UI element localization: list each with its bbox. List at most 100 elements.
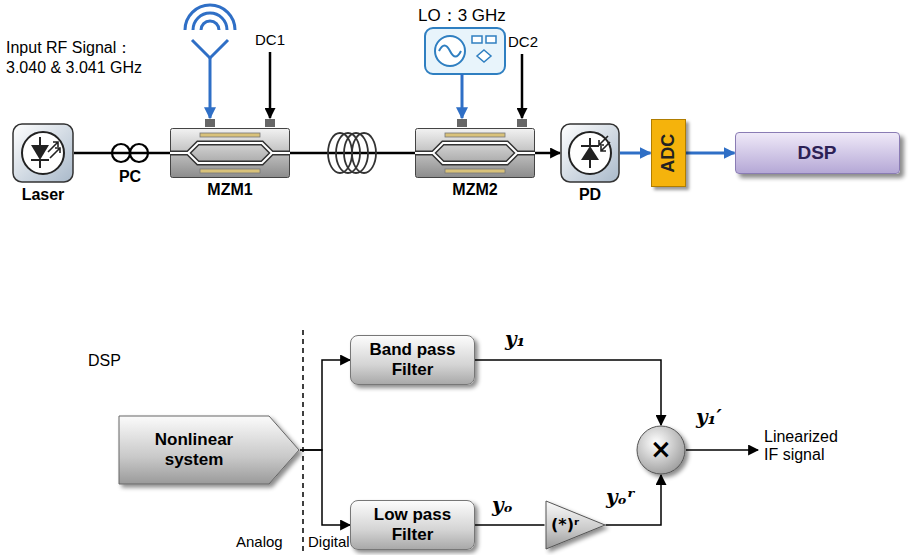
dsp-box: DSP xyxy=(735,132,900,174)
node-label: Nonlinear system xyxy=(139,430,249,469)
modulator: MZM2 xyxy=(415,128,535,204)
multiplier-circle: × xyxy=(636,425,686,475)
node-label: × xyxy=(650,435,672,465)
antenna-symbol xyxy=(192,40,228,58)
photodetector-icon xyxy=(569,132,611,174)
electrode-pad xyxy=(265,119,275,127)
photodetector-icon xyxy=(561,124,619,182)
modulator-icon xyxy=(415,143,535,163)
antenna-symbol xyxy=(193,13,227,30)
bias-label: DC1 xyxy=(255,31,285,48)
signal-connector xyxy=(606,475,662,525)
laser-source-icon xyxy=(22,132,64,174)
modulator-icon xyxy=(416,129,535,178)
modulator: MZM1 xyxy=(170,128,290,204)
modulator-icon xyxy=(415,143,535,163)
system-block: Nonlinear system xyxy=(118,415,300,485)
bias-arrow xyxy=(521,54,524,118)
text-group: PD xyxy=(579,183,601,204)
domain-divider xyxy=(302,330,304,555)
text-group: DSP xyxy=(797,142,836,164)
signal-generator xyxy=(472,36,482,43)
modulator-icon xyxy=(170,143,290,163)
text-group: Low pass Filter xyxy=(363,505,463,544)
modulator-icon xyxy=(170,128,290,178)
text-group: Nonlinear system xyxy=(139,430,249,469)
photodetector-icon xyxy=(581,138,599,168)
output-arrow xyxy=(686,450,758,451)
modulator-icon xyxy=(415,128,535,178)
bias-arrow xyxy=(269,52,272,118)
signal-generator xyxy=(425,28,505,118)
filter-box: Band pass Filter xyxy=(350,335,475,385)
system-block-outline xyxy=(119,416,299,484)
photodetector-icon xyxy=(560,123,620,183)
oscillator-label: LO：3 GHz xyxy=(418,4,506,27)
laser-source-icon xyxy=(31,137,49,168)
signal-name: yₒʳ xyxy=(606,486,635,508)
signal-connector xyxy=(475,360,661,425)
antenna-symbol xyxy=(201,21,219,30)
signal-connector xyxy=(535,152,560,155)
signal-label: Input RF Signal： 3.040 & 3.041 GHz xyxy=(6,38,166,77)
multiplier-circle-outline xyxy=(637,426,685,474)
text-group: ADC xyxy=(658,134,679,173)
signal-generator xyxy=(486,36,496,43)
modulator-icon xyxy=(445,133,505,137)
signal-name: yₒ xyxy=(492,494,513,516)
output-label: Linearized IF signal xyxy=(764,428,850,464)
laser-source-icon xyxy=(31,145,49,160)
domain-label: Analog xyxy=(236,533,283,550)
signal-connector xyxy=(686,152,735,155)
electrode-pad xyxy=(457,119,467,127)
text-group: Laser xyxy=(22,183,65,204)
polarization-controller: PC xyxy=(108,141,152,191)
signal-connector xyxy=(300,360,350,450)
photodetector: PD xyxy=(560,123,620,209)
node-label: PD xyxy=(579,186,601,204)
signal-generator xyxy=(435,36,465,66)
signal-connector xyxy=(152,152,170,155)
text-group: MZM1 xyxy=(207,178,252,199)
text-group: PC xyxy=(119,165,141,186)
node-label: DSP xyxy=(797,142,836,164)
node-label: PC xyxy=(119,168,141,186)
adc-box: ADC xyxy=(651,119,686,187)
domain-divider xyxy=(303,330,304,555)
node-label: Band pass Filter xyxy=(363,340,463,379)
signal-connector xyxy=(300,450,350,525)
power-block-outline xyxy=(546,501,605,549)
modulator-icon xyxy=(171,129,290,178)
section-label: DSP xyxy=(88,352,121,370)
node-label: MZM1 xyxy=(207,181,252,199)
modulator-icon xyxy=(200,133,260,137)
modulator-icon xyxy=(445,169,505,173)
antenna-symbol xyxy=(209,58,212,118)
laser-source-icon xyxy=(13,124,73,182)
text-group: Band pass Filter xyxy=(363,340,463,379)
signal-connector xyxy=(475,524,545,526)
photodetector-icon xyxy=(599,136,610,151)
signal-generator xyxy=(461,74,464,118)
power-block: (*)ʳ xyxy=(545,500,606,550)
signal-generator xyxy=(439,46,461,57)
node-label: (*)ʳ xyxy=(551,516,579,534)
electrode-pad xyxy=(205,119,215,127)
node-label: Laser xyxy=(22,186,65,204)
signal-generator xyxy=(477,50,491,62)
signal-connector xyxy=(620,152,651,155)
antenna-symbol xyxy=(185,5,235,30)
domain-label: Digital xyxy=(308,533,350,550)
output-arrow xyxy=(686,449,758,451)
text-group: (*)ʳ xyxy=(551,516,579,534)
photodetector-icon xyxy=(581,146,599,160)
laser-source-icon xyxy=(48,142,60,158)
filter-box: Low pass Filter xyxy=(350,500,475,550)
signal-name: y₁′ xyxy=(696,406,722,428)
modulator-icon xyxy=(200,169,260,173)
text-group: × xyxy=(650,435,672,465)
antenna-symbol xyxy=(185,5,235,118)
signal-connector xyxy=(74,152,108,155)
polarization-controller-icon xyxy=(130,144,148,162)
